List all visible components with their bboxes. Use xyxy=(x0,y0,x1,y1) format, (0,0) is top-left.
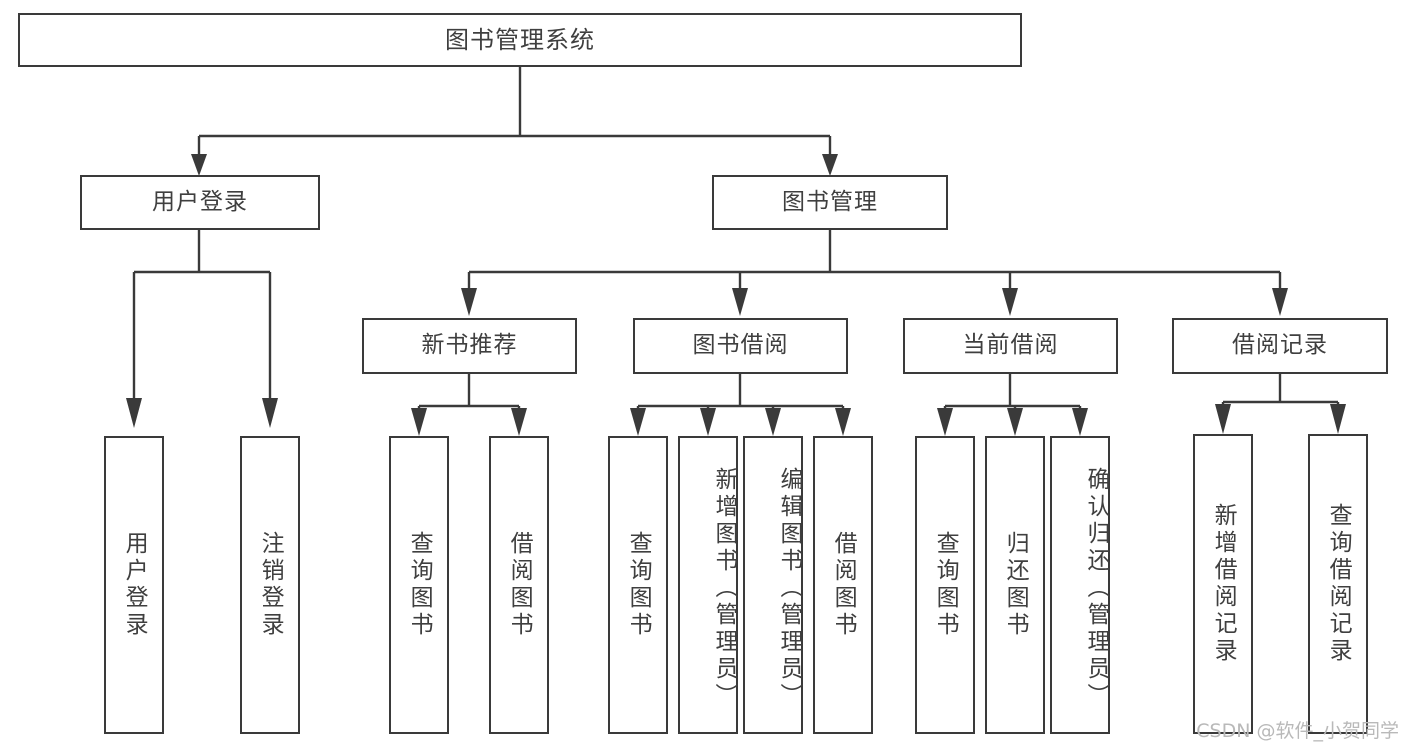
node-new-book-rec-label: 新书推荐 xyxy=(421,332,518,359)
node-book-borrow[interactable]: 图书借阅 xyxy=(633,318,848,374)
node-root[interactable]: 图书管理系统 xyxy=(18,13,1022,67)
leaf-add-book[interactable]: 新增图书（管理员） xyxy=(678,436,738,734)
arrow-leaf-edit-book xyxy=(765,408,781,436)
leaf-edit-book[interactable]: 编辑图书（管理员） xyxy=(743,436,803,734)
leaf-return-book-label: 归还图书 xyxy=(1002,531,1029,639)
leaf-logout-label: 注销登录 xyxy=(257,531,284,639)
arrow-borrow-record xyxy=(1272,288,1288,316)
node-borrow-record-label: 借阅记录 xyxy=(1232,332,1328,359)
leaf-borrow-book-2[interactable]: 借阅图书 xyxy=(813,436,873,734)
leaf-borrow-book-1[interactable]: 借阅图书 xyxy=(489,436,549,734)
leaf-query-record[interactable]: 查询借阅记录 xyxy=(1308,434,1368,734)
leaf-logout[interactable]: 注销登录 xyxy=(240,436,300,734)
node-book-borrow-label: 图书借阅 xyxy=(692,332,789,359)
leaf-query-book-2[interactable]: 查询图书 xyxy=(608,436,668,734)
arrow-leaf-query-book-2 xyxy=(630,408,646,436)
node-borrow-record[interactable]: 借阅记录 xyxy=(1172,318,1388,374)
arrow-book-borrow xyxy=(732,288,748,316)
leaf-add-record[interactable]: 新增借阅记录 xyxy=(1193,434,1253,734)
node-root-label: 图书管理系统 xyxy=(445,25,595,54)
arrow-book-manage xyxy=(822,154,838,176)
leaf-add-book-label: 新增图书（管理员） xyxy=(711,466,737,710)
leaf-borrow-book-2-label: 借阅图书 xyxy=(830,531,857,639)
arrow-leaf-query-book-3 xyxy=(937,408,953,436)
leaf-query-book-3-label: 查询图书 xyxy=(932,531,959,639)
arrow-leaf-logout xyxy=(262,398,278,428)
arrow-user-login xyxy=(191,154,207,176)
leaf-borrow-book-1-label: 借阅图书 xyxy=(506,531,533,639)
arrow-current-borrow xyxy=(1002,288,1018,316)
leaf-add-record-label: 新增借阅记录 xyxy=(1210,503,1237,665)
csdn-watermark: CSDN @软件_小贺同学 xyxy=(1196,720,1399,742)
arrow-leaf-query-record xyxy=(1330,404,1346,434)
node-new-book-rec[interactable]: 新书推荐 xyxy=(362,318,577,374)
node-book-manage-label: 图书管理 xyxy=(782,188,878,215)
leaf-query-book-1[interactable]: 查询图书 xyxy=(389,436,449,734)
leaf-user-login-label: 用户登录 xyxy=(121,531,148,639)
arrow-leaf-add-record xyxy=(1215,404,1231,434)
leaf-confirm-return-label: 确认归还（管理员） xyxy=(1083,466,1109,710)
node-current-borrow-label: 当前借阅 xyxy=(962,332,1059,359)
arrow-leaf-borrow-book-2 xyxy=(835,408,851,436)
leaf-confirm-return[interactable]: 确认归还（管理员） xyxy=(1050,436,1110,734)
arrow-leaf-return-book xyxy=(1007,408,1023,436)
arrow-leaf-add-book xyxy=(700,408,716,436)
node-user-login-label: 用户登录 xyxy=(152,188,248,215)
arrow-leaf-user-login xyxy=(126,398,142,428)
node-book-manage[interactable]: 图书管理 xyxy=(712,175,948,230)
leaf-user-login[interactable]: 用户登录 xyxy=(104,436,164,734)
leaf-query-book-1-label: 查询图书 xyxy=(406,531,433,639)
arrow-leaf-query-book-1 xyxy=(411,408,427,436)
leaf-query-book-2-label: 查询图书 xyxy=(625,531,652,639)
arrow-leaf-confirm-return xyxy=(1072,408,1088,436)
leaf-query-record-label: 查询借阅记录 xyxy=(1325,503,1352,665)
arrow-new-book-rec xyxy=(461,288,477,316)
arrow-leaf-borrow-book-1 xyxy=(511,408,527,436)
leaf-edit-book-label: 编辑图书（管理员） xyxy=(776,466,802,710)
leaf-query-book-3[interactable]: 查询图书 xyxy=(915,436,975,734)
node-current-borrow[interactable]: 当前借阅 xyxy=(903,318,1118,374)
node-user-login[interactable]: 用户登录 xyxy=(80,175,320,230)
leaf-return-book[interactable]: 归还图书 xyxy=(985,436,1045,734)
